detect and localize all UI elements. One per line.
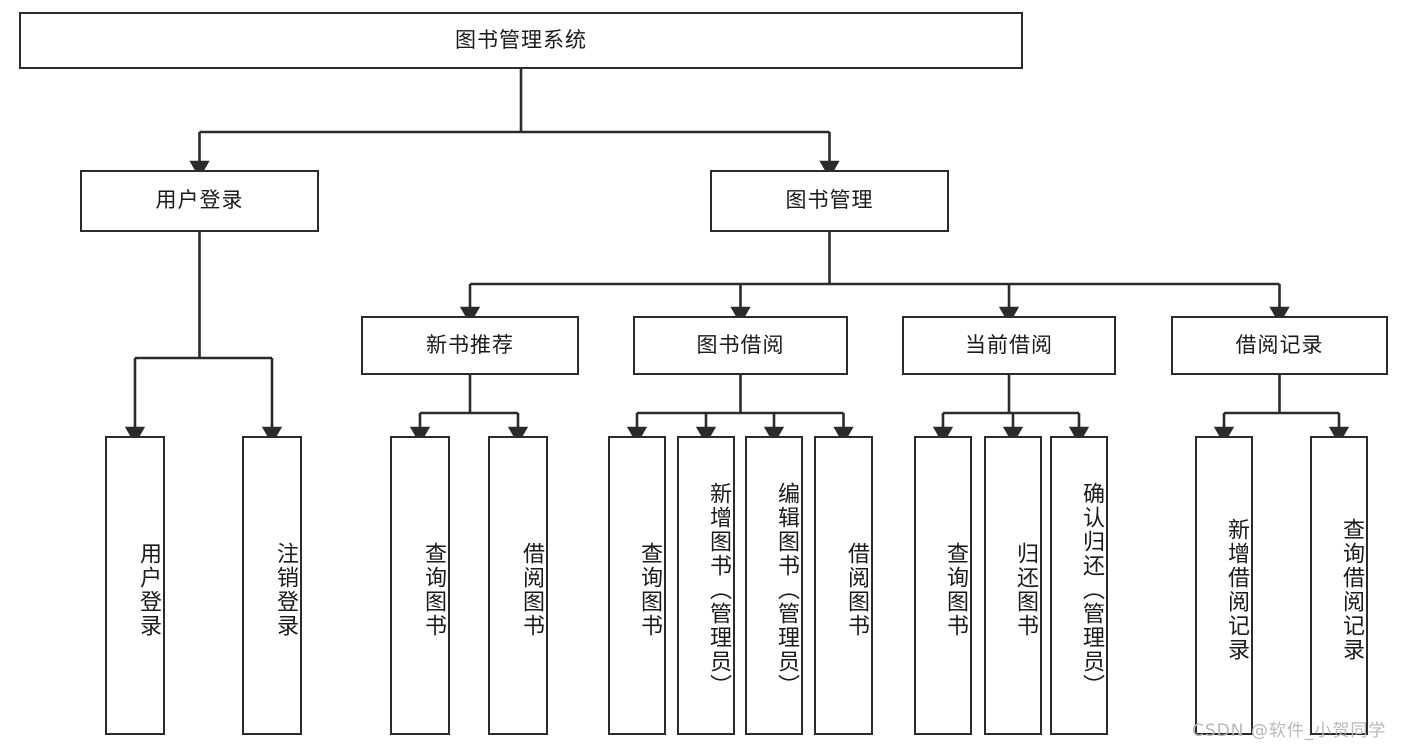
node-current-borrowing[interactable]: 当前借阅 bbox=[902, 316, 1116, 375]
node-label: 查询借阅记录 bbox=[1339, 517, 1364, 662]
leaf-query-book-current[interactable]: 查询图书 bbox=[914, 436, 972, 735]
leaf-query-book-borrowing[interactable]: 查询图书 bbox=[608, 436, 666, 735]
node-label: 新书推荐 bbox=[426, 332, 514, 357]
node-label: 新增借阅记录 bbox=[1224, 517, 1249, 662]
node-root-book-management-system[interactable]: 图书管理系统 bbox=[19, 12, 1023, 69]
node-label: 图书借阅 bbox=[696, 332, 785, 357]
node-label: 编辑图书（管理员） bbox=[774, 481, 799, 698]
node-label: 注销登录 bbox=[273, 541, 298, 638]
node-label: 图书管理 bbox=[785, 188, 874, 213]
node-label: 确认归还（管理员） bbox=[1079, 481, 1104, 698]
leaf-logout[interactable]: 注销登录 bbox=[242, 436, 302, 735]
leaf-edit-book-admin[interactable]: 编辑图书（管理员） bbox=[745, 436, 803, 735]
node-label: 查询图书 bbox=[943, 541, 968, 638]
leaf-user-login[interactable]: 用户登录 bbox=[105, 436, 165, 735]
node-label: 借阅记录 bbox=[1235, 332, 1324, 357]
leaf-borrow-book-borrowing[interactable]: 借阅图书 bbox=[814, 436, 873, 735]
leaf-borrow-book-recommendation[interactable]: 借阅图书 bbox=[488, 436, 548, 735]
node-new-book-recommendation[interactable]: 新书推荐 bbox=[361, 316, 579, 375]
leaf-add-book-admin[interactable]: 新增图书（管理员） bbox=[677, 436, 735, 735]
leaf-query-borrow-record[interactable]: 查询借阅记录 bbox=[1310, 436, 1368, 735]
leaf-confirm-return-admin[interactable]: 确认归还（管理员） bbox=[1050, 436, 1108, 735]
node-user-login[interactable]: 用户登录 bbox=[80, 170, 319, 232]
node-book-borrowing[interactable]: 图书借阅 bbox=[633, 316, 848, 375]
node-label: 借阅图书 bbox=[844, 541, 869, 638]
node-label: 用户登录 bbox=[155, 188, 244, 213]
node-label: 当前借阅 bbox=[965, 332, 1053, 357]
node-label: 用户登录 bbox=[136, 541, 161, 638]
node-label: 归还图书 bbox=[1013, 541, 1038, 638]
node-book-management[interactable]: 图书管理 bbox=[710, 170, 949, 232]
leaf-query-book-recommendation[interactable]: 查询图书 bbox=[390, 436, 450, 735]
node-label: 借阅图书 bbox=[519, 541, 544, 638]
csdn-watermark: CSDN @软件_小贺同学 bbox=[1192, 721, 1387, 741]
leaf-add-borrow-record[interactable]: 新增借阅记录 bbox=[1195, 436, 1253, 735]
node-label: 图书管理系统 bbox=[455, 27, 587, 52]
node-label: 查询图书 bbox=[637, 541, 662, 638]
node-label: 查询图书 bbox=[421, 541, 446, 638]
node-label: 新增图书（管理员） bbox=[706, 481, 731, 698]
leaf-return-book[interactable]: 归还图书 bbox=[984, 436, 1042, 735]
node-borrowing-records[interactable]: 借阅记录 bbox=[1171, 316, 1388, 375]
